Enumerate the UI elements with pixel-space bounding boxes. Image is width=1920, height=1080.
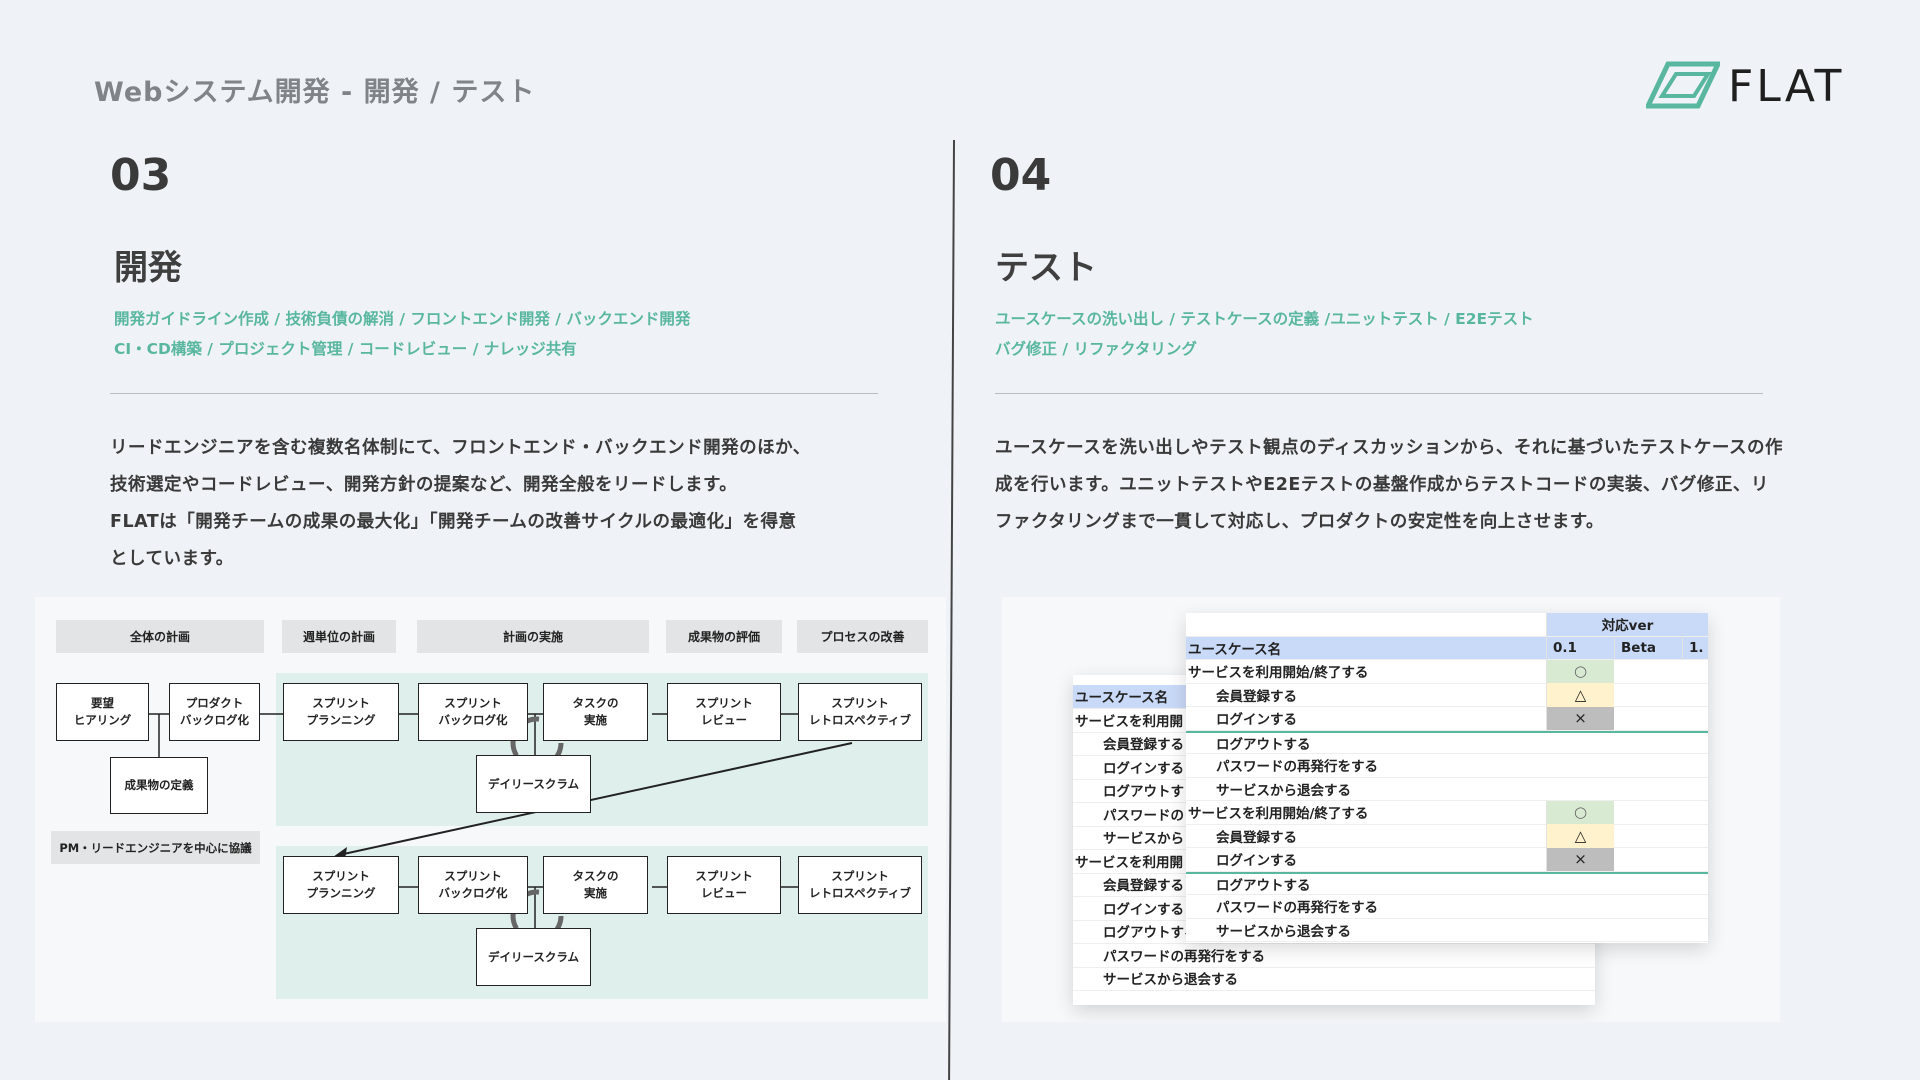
section-number-03: 03: [110, 150, 172, 201]
section-divider: [948, 139, 955, 1080]
box-sprint-backlog-1: スプリント バックログ化: [418, 683, 528, 741]
box-task-execution-1: タスクの 実施: [543, 683, 648, 741]
version-group-header: 対応ver: [1546, 613, 1708, 636]
status-mark: ○: [1546, 659, 1614, 683]
planning-note: PM・リードエンジニアを中心に協議: [51, 831, 260, 864]
box-sprint-retro-2: スプリント レトロスペクティブ: [798, 856, 922, 914]
test-description: ユースケースを洗い出しやテスト観点のディスカッションから、それに基づいたテストケ…: [995, 430, 1875, 541]
usecase-group-label: サービスを利用開始/終了する: [1188, 665, 1369, 682]
testcase-sheet-front: 対応ver ユースケース名 0.1 Beta 1. サービスを利用開始/終了する…: [1186, 613, 1708, 943]
usecase-item: ログインする: [1216, 853, 1297, 870]
box-sprint-backlog-2: スプリント バックログ化: [418, 856, 528, 914]
page-title: Webシステム開発 - 開発 / テスト: [94, 77, 536, 108]
test-tags: ユースケースの洗い出し / テストケースの定義 /ユニットテスト / E2Eテス…: [995, 304, 1534, 364]
box-task-execution-2: タスクの 実施: [543, 856, 648, 914]
box-sprint-planning-1: スプリント プランニング: [283, 683, 399, 741]
dev-description-line: リードエンジニアを含む複数名体制にて、フロントエンド・バックエンド開発のほか、: [110, 438, 811, 458]
test-tags-line: ユースケースの洗い出し / テストケースの定義 /ユニットテスト / E2Eテス…: [995, 310, 1534, 328]
table-row: 会員登録する △: [1186, 683, 1708, 707]
dev-description-line: 技術選定やコードレビュー、開発方針の提案など、開発全般をリードします。: [110, 475, 738, 495]
version-header: 1.: [1682, 636, 1708, 660]
logo-text: FLAT: [1728, 60, 1845, 112]
testcase-sheet-illustration: ユースケース名 サービスを利用開 会員登録する ログインする ログアウトす パス…: [1002, 597, 1780, 1022]
dev-tags-line: CI・CD構築 / プロジェクト管理 / コードレビュー / ナレッジ共有: [114, 340, 577, 358]
dev-description-line: としています。: [110, 549, 234, 569]
table-row: サービスから退会する: [1073, 967, 1595, 991]
box-daily-scrum-2: デイリースクラム: [476, 928, 591, 986]
box-sprint-retro-1: スプリント レトロスペクティブ: [798, 683, 922, 741]
dev-process-diagram: 全体の計画 週単位の計画 計画の実施 成果物の評価 プロセスの改善 要望 ヒアリ…: [35, 597, 946, 1022]
flat-logo-icon: [1646, 61, 1720, 109]
section-number-04: 04: [990, 150, 1052, 201]
dev-separator: [110, 393, 878, 394]
table-row: サービスから退会する: [1186, 778, 1708, 801]
box-sprint-review-2: スプリント レビュー: [667, 856, 781, 914]
table-row: ログアウトする: [1073, 920, 1595, 944]
box-requirements-hearing: 要望 ヒアリング: [56, 683, 149, 741]
usecase-column-header: ユースケース名: [1188, 641, 1282, 658]
table-row: 対応ver: [1186, 613, 1708, 637]
test-tags-line: バグ修正 / リファクタリング: [995, 340, 1197, 358]
phase-review: 成果物の評価: [666, 620, 782, 653]
status-mark: △: [1546, 824, 1614, 848]
flat-logo: FLAT: [1646, 60, 1844, 112]
table-row: パスワードの再発行をする: [1186, 754, 1708, 778]
usecase-item: 会員登録する: [1216, 829, 1297, 846]
test-description-line: ユースケースを洗い出しやテスト観点のディスカッションから、それに基づいたテストケ…: [995, 438, 1783, 458]
status-mark: ×: [1546, 706, 1614, 730]
box-daily-scrum-1: デイリースクラム: [476, 755, 591, 813]
status-mark: ×: [1546, 847, 1614, 871]
box-sprint-review-1: スプリント レビュー: [667, 683, 781, 741]
box-deliverable-definition: 成果物の定義: [110, 757, 208, 814]
dev-tags-line: 開発ガイドライン作成 / 技術負債の解消 / フロントエンド開発 / バックエン…: [114, 310, 691, 328]
dev-description: リードエンジニアを含む複数名体制にて、フロントエンド・バックエンド開発のほか、 …: [110, 430, 930, 578]
box-product-backlog: プロダクト バックログ化: [169, 683, 260, 741]
table-row: サービスから退会する: [1186, 919, 1708, 942]
box-sprint-planning-2: スプリント プランニング: [283, 856, 399, 914]
table-row: パスワードの再発行をする: [1073, 944, 1595, 968]
table-row: サービスを利用開始/終了する ○: [1186, 800, 1708, 825]
table-row: ログインする ×: [1186, 706, 1708, 731]
table-row: サービスを利用開始/終了する ○: [1186, 659, 1708, 684]
table-row: ログアウトする: [1186, 730, 1708, 754]
table-row: 会員登録する △: [1186, 824, 1708, 848]
test-description-line: 成を行います。ユニットテストやE2Eテストの基盤作成からテストコードの実装、バグ…: [995, 475, 1769, 495]
phase-execution: 計画の実施: [417, 620, 649, 653]
table-row: ログインする ×: [1186, 847, 1708, 872]
usecase-item: 会員登録する: [1216, 688, 1297, 705]
dev-description-line: FLATは「開発チームの成果の最大化」「開発チームの改善サイクルの最適化」を得意: [110, 512, 797, 532]
test-separator: [995, 393, 1763, 394]
section-title-test: テスト: [995, 248, 1097, 288]
version-header: Beta: [1614, 636, 1682, 660]
dev-tags: 開発ガイドライン作成 / 技術負債の解消 / フロントエンド開発 / バックエン…: [114, 304, 690, 364]
phase-weekly-plan: 週単位の計画: [282, 620, 396, 653]
phase-overall-plan: 全体の計画: [56, 620, 264, 653]
test-description-line: ファクタリングまで一貫して対応し、プロダクトの安定性を向上させます。: [995, 512, 1605, 532]
table-row: パスワードの再発行をする: [1186, 895, 1708, 919]
phase-improvement: プロセスの改善: [797, 620, 928, 653]
usecase-item: ログインする: [1216, 712, 1297, 729]
version-header: 0.1: [1546, 636, 1614, 660]
usecase-group-label: サービスを利用開始/終了する: [1188, 806, 1369, 823]
status-mark: △: [1546, 683, 1614, 707]
table-header-row: ユースケース名 0.1 Beta 1.: [1186, 636, 1708, 660]
status-mark: ○: [1546, 800, 1614, 824]
section-title-dev: 開発: [114, 248, 182, 288]
table-row: ログアウトする: [1186, 871, 1708, 895]
